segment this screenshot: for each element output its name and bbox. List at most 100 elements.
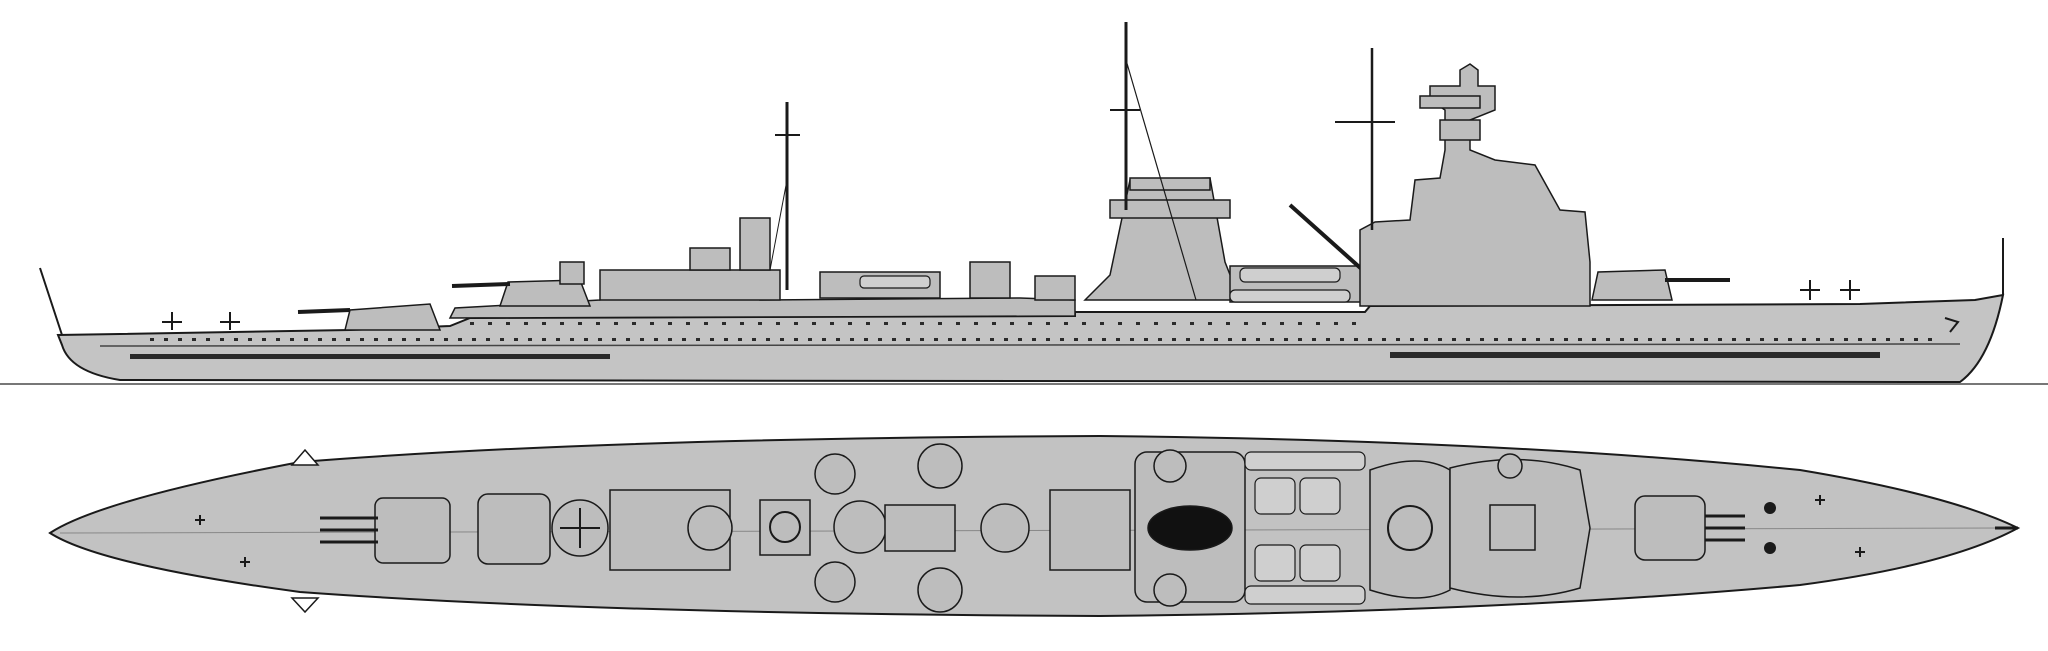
porthole bbox=[738, 338, 742, 341]
porthole bbox=[724, 338, 728, 341]
porthole bbox=[1208, 322, 1212, 325]
porthole bbox=[1116, 338, 1120, 341]
porthole bbox=[794, 322, 798, 325]
porthole bbox=[1354, 338, 1358, 341]
porthole bbox=[514, 338, 518, 341]
porthole bbox=[1334, 322, 1338, 325]
aa-mount-aft bbox=[1034, 275, 1076, 301]
porthole bbox=[1144, 338, 1148, 341]
porthole bbox=[416, 338, 420, 341]
porthole bbox=[794, 338, 798, 341]
aft-control-tower bbox=[739, 217, 771, 271]
paravane-aft-top bbox=[290, 448, 320, 466]
side-profile-view bbox=[0, 22, 2048, 385]
porthole bbox=[304, 338, 308, 341]
porthole bbox=[1312, 338, 1316, 341]
porthole bbox=[248, 338, 252, 341]
porthole bbox=[1352, 322, 1356, 325]
porthole bbox=[962, 338, 966, 341]
paravane-aft-bottom bbox=[290, 597, 320, 614]
funnel bbox=[1083, 177, 1242, 301]
porthole bbox=[776, 322, 780, 325]
porthole bbox=[1662, 338, 1666, 341]
porthole bbox=[614, 322, 618, 325]
porthole bbox=[1284, 338, 1288, 341]
porthole bbox=[612, 338, 616, 341]
porthole bbox=[1788, 338, 1792, 341]
porthole bbox=[1214, 338, 1218, 341]
porthole bbox=[1244, 322, 1248, 325]
hull-band-aft bbox=[130, 354, 610, 359]
porthole bbox=[976, 338, 980, 341]
porthole bbox=[1172, 338, 1176, 341]
porthole bbox=[578, 322, 582, 325]
porthole bbox=[1928, 338, 1932, 341]
porthole bbox=[1410, 338, 1414, 341]
porthole bbox=[570, 338, 574, 341]
porthole bbox=[1130, 338, 1134, 341]
porthole bbox=[1480, 338, 1484, 341]
porthole bbox=[1340, 338, 1344, 341]
foremast-stay bbox=[1125, 59, 1197, 301]
funnel-cap bbox=[1129, 177, 1211, 191]
porthole bbox=[892, 338, 896, 341]
porthole bbox=[1844, 338, 1848, 341]
porthole bbox=[1082, 322, 1086, 325]
porthole bbox=[542, 338, 546, 341]
hull-side bbox=[56, 293, 2005, 384]
aft-deckhouse bbox=[599, 269, 781, 301]
porthole bbox=[1578, 338, 1582, 341]
porthole bbox=[722, 322, 726, 325]
porthole bbox=[990, 338, 994, 341]
portholes bbox=[150, 322, 1932, 341]
porthole bbox=[848, 322, 852, 325]
porthole bbox=[740, 322, 744, 325]
porthole bbox=[1606, 338, 1610, 341]
porthole bbox=[1256, 338, 1260, 341]
porthole bbox=[486, 338, 490, 341]
porthole bbox=[1522, 338, 1526, 341]
porthole bbox=[1466, 338, 1470, 341]
aft-searchlight-platform bbox=[689, 247, 731, 271]
porthole bbox=[1028, 322, 1032, 325]
porthole bbox=[920, 322, 924, 325]
turret-c-plan bbox=[477, 493, 609, 565]
rangefinder-ring bbox=[769, 511, 801, 543]
porthole bbox=[1900, 338, 1904, 341]
porthole bbox=[1004, 338, 1008, 341]
porthole bbox=[668, 322, 672, 325]
aft-rangefinder bbox=[559, 261, 585, 285]
porthole bbox=[1816, 338, 1820, 341]
porthole bbox=[864, 338, 868, 341]
crane-pivot-plan bbox=[1387, 505, 1433, 551]
aa-mount-stbd-mid bbox=[917, 567, 963, 613]
porthole bbox=[1046, 338, 1050, 341]
porthole bbox=[374, 338, 378, 341]
porthole bbox=[1316, 322, 1320, 325]
porthole bbox=[948, 338, 952, 341]
bow-fittings-plan bbox=[1764, 502, 1776, 554]
porthole bbox=[1494, 338, 1498, 341]
porthole bbox=[1620, 338, 1624, 341]
porthole bbox=[1046, 322, 1050, 325]
porthole bbox=[956, 322, 960, 325]
crane-area-plan bbox=[1369, 460, 1451, 599]
porthole bbox=[178, 338, 182, 341]
aa-director-housing bbox=[884, 504, 956, 552]
porthole bbox=[234, 338, 238, 341]
porthole bbox=[808, 338, 812, 341]
porthole bbox=[938, 322, 942, 325]
porthole bbox=[472, 338, 476, 341]
porthole bbox=[1914, 338, 1918, 341]
boats-midships-lower bbox=[1229, 289, 1351, 303]
searchlight-plan bbox=[980, 503, 1030, 553]
porthole bbox=[276, 338, 280, 341]
fwd-deck-fittings bbox=[162, 280, 1860, 330]
porthole bbox=[1690, 338, 1694, 341]
deck-capstans bbox=[195, 495, 1865, 567]
porthole bbox=[668, 338, 672, 341]
aft-rangefinder-plan bbox=[759, 499, 811, 556]
porthole bbox=[1154, 322, 1158, 325]
porthole bbox=[1280, 322, 1284, 325]
porthole bbox=[626, 338, 630, 341]
